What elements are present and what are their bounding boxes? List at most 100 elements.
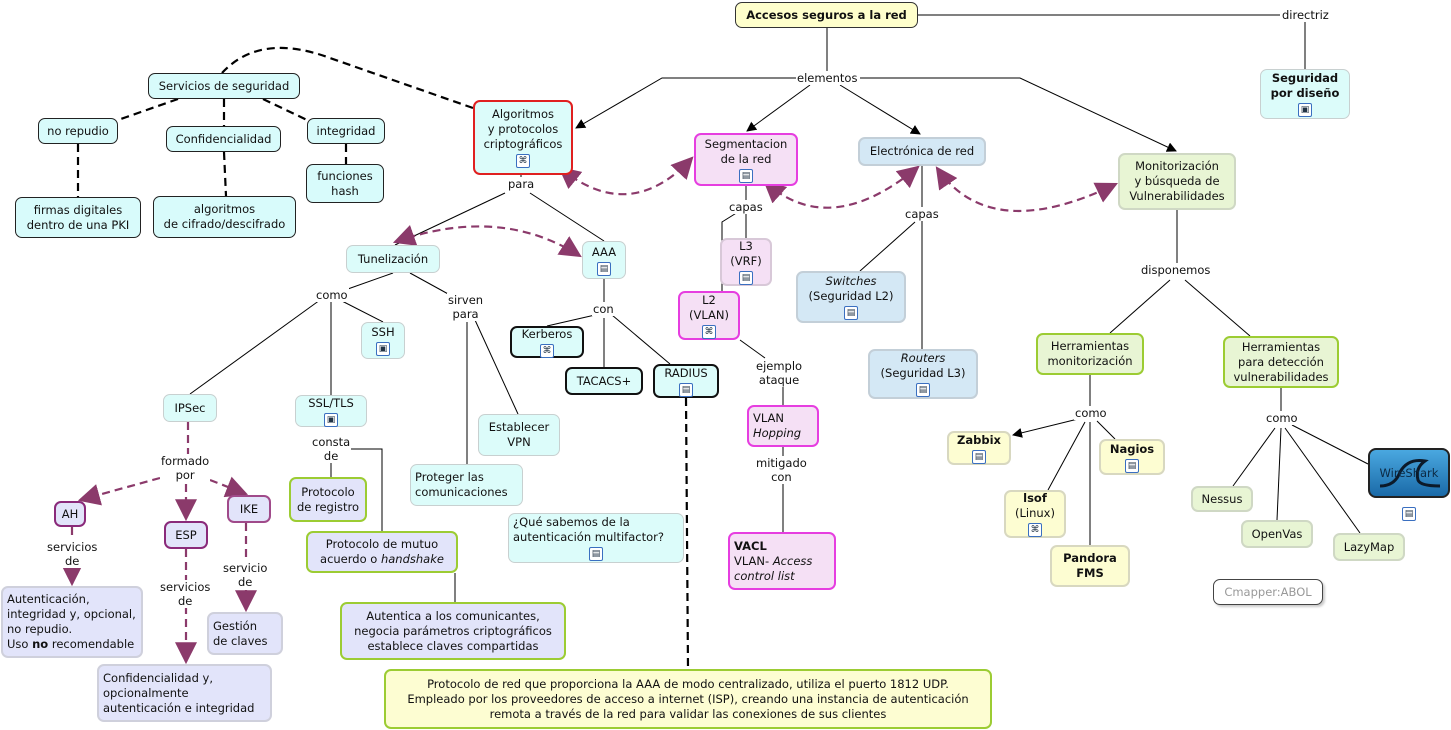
concept-zabbix[interactable]: Zabbix▤: [947, 431, 1011, 465]
resource-document-icon[interactable]: ▤: [739, 168, 753, 183]
concept-lazymap[interactable]: LazyMap: [1333, 533, 1405, 561]
concept-text-italic: Hopping: [753, 426, 802, 440]
resource-document-icon[interactable]: ▤: [679, 382, 693, 397]
concept-radius[interactable]: RADIUS ▤: [653, 364, 719, 398]
resource-document-icon[interactable]: ▤: [589, 547, 603, 561]
link-label-ejemplo-ataque: ejemplo ataque: [755, 359, 804, 387]
concept-text-part: (Seguridad L2): [808, 289, 894, 303]
concept-ssl-tls[interactable]: SSL/TLS ▣: [295, 395, 367, 427]
cmap-link-icon[interactable]: ⌘: [1028, 523, 1042, 537]
resource-document-icon[interactable]: ▤: [739, 271, 753, 285]
concept-autenticacion-multifactor[interactable]: ¿Qué sabemos de la autenticación multifa…: [508, 513, 684, 563]
concept-text: SSL/TLS: [308, 395, 354, 410]
concept-text: LazyMap: [1343, 539, 1395, 554]
concept-wireshark-logo[interactable]: WireShark: [1368, 448, 1450, 498]
concept-text: no repudio: [47, 123, 109, 138]
concept-herramientas-vulnerabilidades[interactable]: Herramientas para detección vulnerabilid…: [1223, 336, 1339, 388]
concept-kerberos[interactable]: Kerberos ⌘: [510, 326, 584, 358]
concept-text: Protocolo de red que proporciona la AAA …: [407, 676, 969, 721]
resource-document-icon[interactable]: ▤: [844, 306, 858, 320]
concept-tacacs[interactable]: TACACS+: [565, 367, 643, 395]
image-icon[interactable]: ▣: [324, 412, 338, 427]
concept-l2-vlan[interactable]: L2 (VLAN)⌘: [678, 291, 740, 340]
concept-nagios[interactable]: Nagios ▤: [1099, 439, 1165, 475]
concept-firmas-digitales[interactable]: firmas digitales dentro de una PKI: [15, 197, 141, 238]
shark-fin-icon: [1380, 459, 1440, 488]
link-label-como-vulnerabilidades: como: [1265, 411, 1299, 425]
concept-text-part: (Seguridad L3): [880, 366, 966, 380]
concept-esp-servicios[interactable]: Confidencialidad y, opcionalmente autent…: [97, 664, 272, 722]
concept-ah[interactable]: AH: [54, 501, 86, 527]
cmap-link-icon[interactable]: ⌘: [702, 324, 716, 339]
concept-l3-vrf[interactable]: L3 (VRF)▤: [720, 238, 772, 286]
concept-segmentacion[interactable]: Segmentacion de la red ▤: [694, 133, 798, 186]
concept-tunelizacion[interactable]: Tunelización: [346, 245, 440, 273]
concept-text: RADIUS: [664, 365, 708, 380]
concept-ssh[interactable]: SSH▣: [361, 322, 405, 359]
concept-ike[interactable]: IKE: [227, 495, 271, 523]
concept-seguridad-por-diseno[interactable]: Seguridad por diseño ▣: [1260, 69, 1350, 119]
concept-no-repudio[interactable]: no repudio: [38, 118, 118, 144]
concept-switches[interactable]: Switches(Seguridad L2) ▤: [796, 271, 906, 323]
concept-text-bold: VACL: [734, 538, 767, 553]
root-concept-title[interactable]: Accesos seguros a la red: [735, 2, 918, 28]
concept-routers[interactable]: Routers(Seguridad L3)▤: [868, 349, 978, 399]
concept-funciones-hash[interactable]: funciones hash: [306, 164, 384, 203]
concept-protocolo-handshake[interactable]: Protocolo de mutuo acuerdo o handshake: [306, 531, 458, 573]
concept-text: Nessus: [1201, 491, 1243, 506]
link-label-formado-por: formado por: [160, 454, 211, 482]
concept-gestion-claves[interactable]: Gestión de claves: [207, 612, 283, 655]
concept-text: Servicios de seguridad: [158, 78, 290, 93]
image-icon[interactable]: ▣: [376, 342, 390, 356]
concept-aaa[interactable]: AAA▤: [582, 241, 626, 279]
concept-text: Proteger las comunicaciones: [415, 470, 508, 499]
cmap-link-icon[interactable]: ⌘: [516, 154, 530, 168]
concept-text: Nagios: [1109, 441, 1155, 456]
concept-protocolo-registro[interactable]: Protocolo de registro: [289, 477, 367, 522]
resource-document-icon[interactable]: ▤: [916, 383, 930, 397]
concept-servicios-de-seguridad[interactable]: Servicios de seguridad: [148, 73, 300, 99]
concept-text: Monitorización y búsqueda de Vulnerabili…: [1129, 159, 1225, 203]
concept-radius-descripcion[interactable]: Protocolo de red que proporciona la AAA …: [384, 669, 992, 729]
concept-text: Herramientas para detección vulnerabilid…: [1233, 339, 1329, 384]
concept-integridad[interactable]: integridad: [307, 118, 385, 144]
concept-pandora-fms[interactable]: Pandora FMS: [1050, 545, 1130, 587]
concept-text-italic: Switches: [825, 274, 877, 288]
concept-proteger-comunicaciones[interactable]: Proteger las comunicaciones: [410, 464, 523, 506]
resource-document-icon[interactable]: ▤: [1125, 458, 1139, 473]
concept-text: OpenVas: [1251, 526, 1303, 541]
concept-confidencialidad[interactable]: Confidencialidad: [166, 126, 281, 152]
resource-document-icon[interactable]: ▤: [972, 449, 986, 464]
concept-text-part: VLAN: [753, 411, 785, 425]
concept-autentica-comunicantes[interactable]: Autentica a los comunicantes, negocia pa…: [340, 602, 566, 660]
concept-text: Segmentacion de la red: [704, 136, 788, 166]
concept-text: Kerberos: [521, 326, 573, 341]
concept-algoritmos-cifrado[interactable]: algoritmos de cifrado/descifrado: [153, 196, 296, 238]
concept-text: firmas digitales dentro de una PKI: [26, 202, 130, 232]
resource-document-icon[interactable]: ▤: [597, 261, 611, 276]
concept-text-italic: Access control list: [734, 553, 813, 583]
concept-monitorizacion[interactable]: Monitorización y búsqueda de Vulnerabili…: [1118, 153, 1236, 210]
concept-text: funciones hash: [317, 168, 373, 198]
concept-ipsec[interactable]: IPSec: [163, 394, 217, 422]
resource-document-icon[interactable]: ▤: [1402, 507, 1416, 521]
image-icon[interactable]: ▣: [1298, 103, 1312, 117]
concept-lsof[interactable]: lsof(Linux)⌘: [1004, 490, 1066, 538]
concept-ah-servicios[interactable]: Autenticación, integridad y, opcional, n…: [1, 586, 143, 658]
concept-text: Seguridad por diseño: [1270, 71, 1340, 100]
concept-text: integridad: [316, 123, 376, 138]
concept-electronica[interactable]: Electrónica de red: [858, 137, 986, 166]
concept-text: Confidencialidad: [175, 131, 272, 146]
cmap-link-icon[interactable]: ⌘: [540, 343, 554, 358]
concept-herramientas-monitorizacion[interactable]: Herramientas monitorización: [1036, 333, 1144, 375]
concept-openvas[interactable]: OpenVas: [1241, 520, 1313, 548]
link-label-elementos: elementos: [796, 71, 859, 85]
concept-establecer-vpn[interactable]: Establecer VPN: [478, 414, 560, 456]
link-label-mitigado-con: mitigado con: [755, 456, 808, 484]
concept-esp[interactable]: ESP: [164, 521, 208, 549]
concept-nessus[interactable]: Nessus: [1191, 486, 1253, 512]
concept-text: WireShark: [1379, 465, 1439, 480]
concept-algoritmos-protocolos[interactable]: Algoritmos y protocolos criptográficos⌘: [473, 100, 573, 175]
